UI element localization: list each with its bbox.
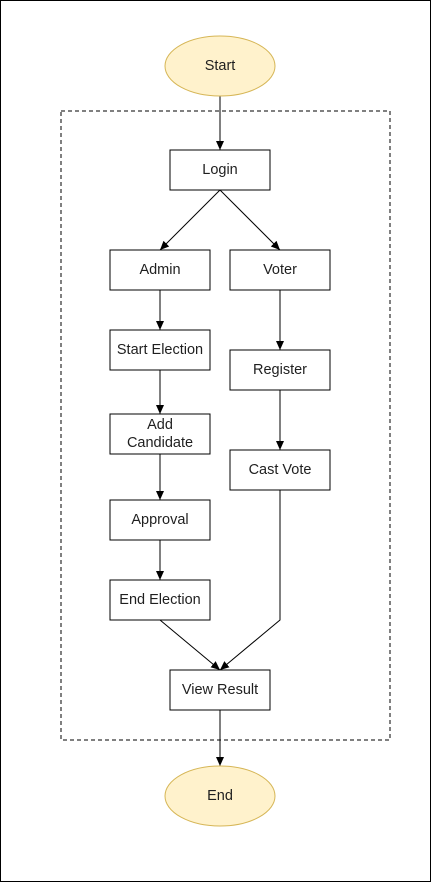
process-box (229, 249, 331, 291)
node-label: Add (147, 417, 173, 433)
node-label: Candidate (127, 435, 193, 451)
process-box (109, 579, 211, 621)
node-label: View Result (182, 682, 258, 698)
node-label: Login (202, 162, 237, 178)
edge-cast-vote-to-view-result (219, 490, 281, 671)
node-register: Register (229, 349, 331, 391)
edge-end-election-to-view-result (159, 619, 221, 671)
node-login: Login (169, 149, 271, 191)
terminal-ellipse (164, 765, 276, 827)
node-admin: Admin (109, 249, 211, 291)
edge-login-to-admin (159, 189, 221, 251)
process-box (109, 499, 211, 541)
node-label: Register (253, 362, 307, 378)
terminal-ellipse (164, 35, 276, 97)
process-box (229, 349, 331, 391)
node-approval: Approval (109, 499, 211, 541)
node-label: Approval (131, 512, 188, 528)
node-view-result: View Result (169, 669, 271, 711)
node-label: End (207, 788, 233, 804)
node-label: End Election (119, 592, 200, 608)
process-box (109, 249, 211, 291)
process-box (109, 329, 211, 371)
node-label: Voter (263, 262, 297, 278)
process-box (169, 669, 271, 711)
process-box (109, 413, 211, 455)
process-box (169, 149, 271, 191)
node-voter: Voter (229, 249, 331, 291)
system-boundary (60, 110, 391, 741)
node-label: Admin (139, 262, 180, 278)
node-start: Start (164, 35, 276, 97)
process-box (229, 449, 331, 491)
edges-layer (156, 96, 284, 766)
node-end-election: End Election (109, 579, 211, 621)
node-start-election: Start Election (109, 329, 211, 371)
node-label: Start Election (117, 342, 203, 358)
edge-login-to-voter (219, 189, 281, 251)
node-end: End (164, 765, 276, 827)
node-label: Start (205, 58, 236, 74)
node-cast-vote: Cast Vote (229, 449, 331, 491)
node-label: Cast Vote (249, 462, 312, 478)
